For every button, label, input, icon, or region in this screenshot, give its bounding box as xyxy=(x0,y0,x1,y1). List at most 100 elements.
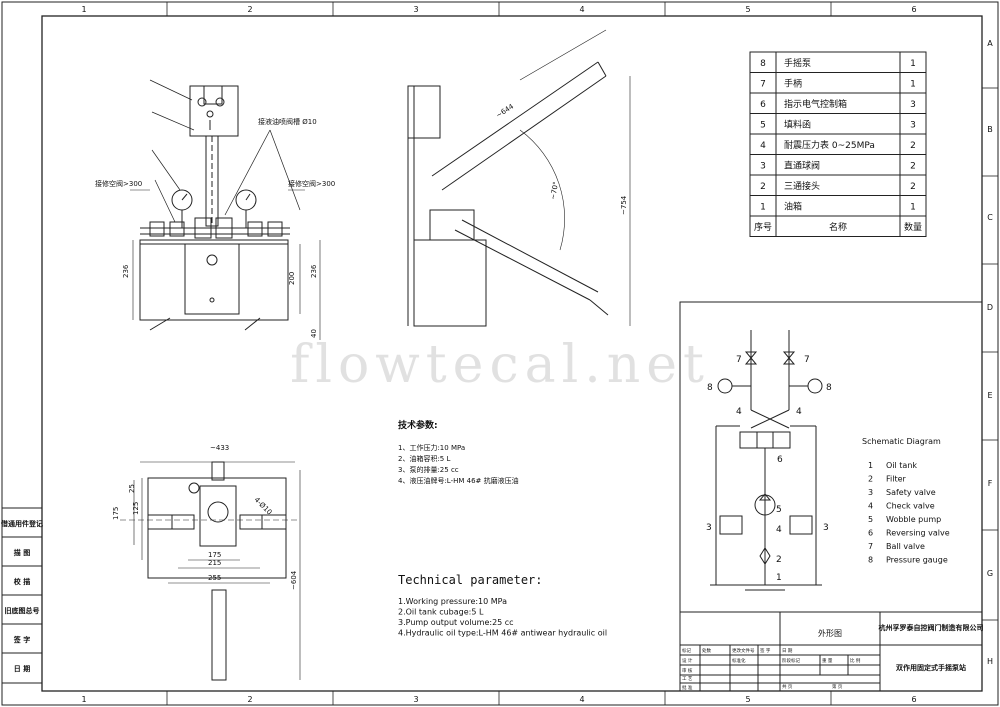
title-block-label: 标准化 xyxy=(732,657,746,664)
dim-754: ~754 xyxy=(620,195,628,215)
tech-cn-line: 4、液压油牌号:L-HM 46# 抗磨液压油 xyxy=(398,476,519,485)
company-name: 杭州孚罗泰自控阀门制造有限公司 xyxy=(879,623,984,632)
title-block-label: 阶段标记 xyxy=(782,657,800,664)
side-view xyxy=(407,29,631,327)
front-view xyxy=(130,79,321,340)
part-qty: 2 xyxy=(910,162,916,172)
part-name: 手摇泵 xyxy=(784,57,811,69)
schematic-callout: 7 xyxy=(804,355,810,365)
col-marker-top: 1 xyxy=(81,5,86,14)
title-block-label: 工 艺 xyxy=(682,676,693,682)
part-no: 2 xyxy=(760,182,766,192)
part-no: 6 xyxy=(760,100,766,110)
left-block-item: 签 字 xyxy=(13,635,30,644)
dim-40: 40 xyxy=(310,329,318,338)
schematic-callout: 2 xyxy=(776,555,782,565)
col-marker-bottom: 2 xyxy=(247,695,252,704)
legend-label: Pressure gauge xyxy=(886,556,948,565)
schematic-callout: 4 xyxy=(796,407,802,417)
title-block-text: 外形图 杭州孚罗泰自控阀门制造有限公司 双作用固定式手摇泵站 标记处数更改文件号… xyxy=(682,623,984,691)
part-qty: 3 xyxy=(910,121,916,131)
row-marker: C xyxy=(987,213,993,222)
title-block-label: 签 字 xyxy=(760,647,771,654)
schematic-callout: 4 xyxy=(776,525,782,535)
col-marker-bottom: 6 xyxy=(911,695,916,704)
dim-175: 175 xyxy=(112,507,120,520)
left-block-item: 旧底图总号 xyxy=(5,606,40,615)
dim-433: ~433 xyxy=(210,444,229,452)
schematic-callout: 5 xyxy=(776,505,782,515)
row-marker: B xyxy=(987,125,993,134)
title-block-label: 批 准 xyxy=(682,684,693,691)
part-name: 指示电气控制箱 xyxy=(784,98,847,110)
legend-no: 4 xyxy=(868,502,873,511)
tech-en-line: 3.Pump output volume:25 cc xyxy=(398,618,514,627)
schematic-callout: 1 xyxy=(776,573,782,583)
part-name: 油箱 xyxy=(784,201,802,213)
top-view xyxy=(120,461,301,681)
title-block-label: 标记 xyxy=(682,647,691,654)
title-block-label: 重 量 xyxy=(822,657,833,664)
schematic-callout: 4 xyxy=(736,407,742,417)
row-marker: D xyxy=(987,303,993,312)
part-name: 三通接头 xyxy=(784,180,820,192)
left-block-item: 日 期 xyxy=(14,664,30,673)
dim-25: 25 xyxy=(128,484,136,493)
legend-no: 5 xyxy=(868,515,873,524)
tech-cn-title: 技术参数: xyxy=(398,419,438,431)
legend-no: 3 xyxy=(868,488,873,497)
title-block-label: 比 例 xyxy=(850,657,861,664)
legend-no: 6 xyxy=(868,529,873,538)
col-marker-bottom: 3 xyxy=(413,695,418,704)
tech-cn-line: 2、油箱容积:5 L xyxy=(398,454,450,463)
right-callout: 接修空阀>300 xyxy=(288,179,335,188)
left-block-item: 描 图 xyxy=(14,548,30,557)
part-no: 1 xyxy=(760,203,766,213)
col-marker-bottom: 5 xyxy=(745,695,750,704)
legend-no: 2 xyxy=(868,475,873,484)
legend-label: Safety valve xyxy=(886,488,936,497)
dim-70: ~70° xyxy=(549,181,560,200)
part-name: 填料函 xyxy=(784,119,811,131)
col-marker-bottom: 1 xyxy=(81,695,86,704)
col-marker-bottom: 4 xyxy=(579,695,584,704)
left-callout: 接修空阀>300 xyxy=(95,179,142,188)
legend-label: Check valve xyxy=(886,502,935,511)
part-no: 4 xyxy=(760,141,766,151)
part-qty: 1 xyxy=(910,203,916,213)
part-qty: 3 xyxy=(910,100,916,110)
tech-en-line: 4.Hydraulic oil type:L-HM 46# antiwear h… xyxy=(398,629,607,638)
dim-255: 255 xyxy=(208,574,221,582)
schematic-title: Schematic Diagram xyxy=(862,437,941,446)
row-marker: E xyxy=(987,391,992,400)
dim-125: 125 xyxy=(132,502,140,515)
schematic-callout: 3 xyxy=(823,523,829,533)
legend-label: Oil tank xyxy=(886,461,917,470)
title-block xyxy=(679,611,983,692)
product-name: 双作用固定式手摇泵站 xyxy=(896,663,966,672)
header-name: 名称 xyxy=(829,221,847,233)
legend-label: Filter xyxy=(886,475,907,484)
outlet-callout: 接液油喷阀槽 Ø10 xyxy=(258,117,317,126)
col-marker-top: 3 xyxy=(413,5,418,14)
col-marker-top: 5 xyxy=(745,5,750,14)
col-marker-top: 2 xyxy=(247,5,252,14)
drawing-name: 外形图 xyxy=(818,628,842,638)
part-qty: 1 xyxy=(910,80,916,90)
title-block-label: 日 期 xyxy=(782,648,793,654)
part-qty: 2 xyxy=(910,182,916,192)
tech-params-en: Technical parameter: 1.Working pressure:… xyxy=(398,573,607,638)
schematic-lines xyxy=(710,330,823,591)
dim-4-phi10: 4-Ø10 xyxy=(253,496,274,517)
part-qty: 1 xyxy=(910,59,916,69)
left-block-item: 借通用件登记 xyxy=(0,519,43,528)
tech-en-line: 2.Oil tank cubage:5 L xyxy=(398,608,484,617)
part-no: 3 xyxy=(760,162,766,172)
part-name: 手柄 xyxy=(784,78,802,90)
title-block-label: 共 页 xyxy=(782,683,793,690)
legend-label: Wobble pump xyxy=(886,515,941,524)
